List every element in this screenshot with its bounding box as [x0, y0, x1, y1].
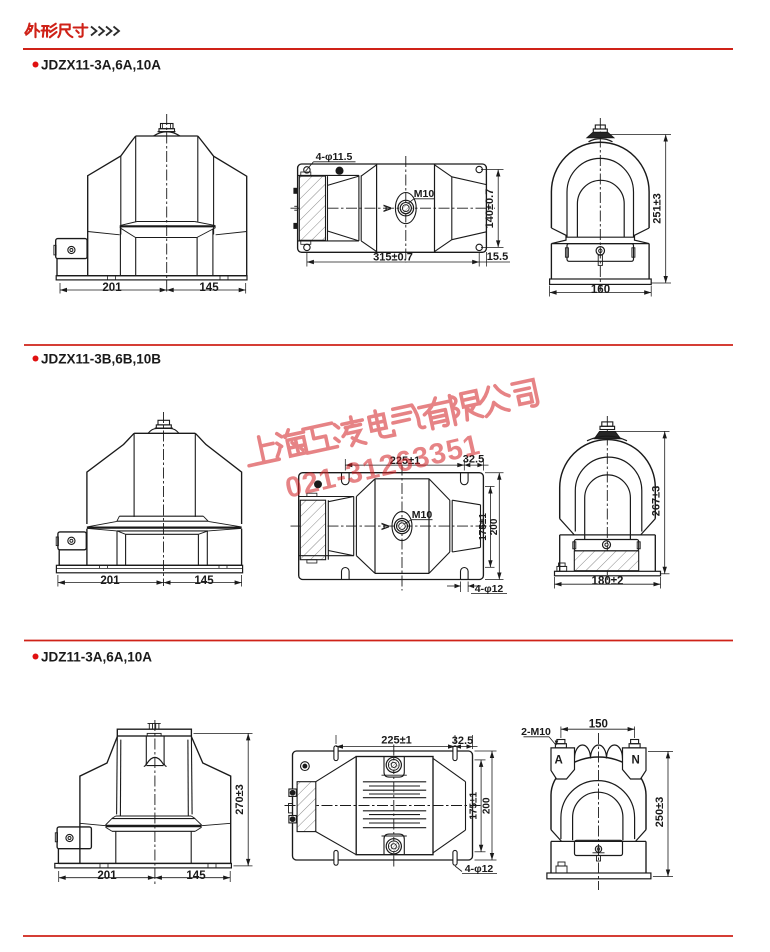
svg-text:M10: M10: [414, 188, 435, 200]
svg-text:2-M10: 2-M10: [521, 726, 551, 738]
svg-text:M10: M10: [412, 509, 433, 521]
svg-text:4-φ12: 4-φ12: [475, 583, 504, 595]
svg-text:270±3: 270±3: [234, 784, 246, 815]
svg-text:32.5: 32.5: [452, 735, 473, 747]
svg-text:4-φ12: 4-φ12: [465, 863, 494, 875]
svg-text:A: A: [381, 204, 393, 212]
svg-text:201: 201: [100, 575, 120, 587]
svg-text:32.5: 32.5: [463, 454, 484, 466]
svg-text:251±3: 251±3: [651, 193, 663, 224]
svg-text:4-φ11.5: 4-φ11.5: [316, 151, 353, 163]
svg-text:200: 200: [489, 518, 500, 535]
svg-text:A: A: [379, 523, 391, 531]
svg-text:145: 145: [194, 575, 214, 587]
svg-text:145: 145: [199, 282, 219, 294]
svg-text:267±3: 267±3: [651, 486, 663, 517]
svg-text:175±1: 175±1: [478, 513, 489, 541]
svg-text:225±1: 225±1: [381, 734, 412, 746]
svg-text:JDZX11-3A,6A,10A: JDZX11-3A,6A,10A: [41, 57, 161, 72]
svg-text:N: N: [632, 755, 640, 767]
svg-text:145: 145: [186, 870, 206, 882]
svg-text:201: 201: [97, 870, 117, 882]
svg-text:315±0.7: 315±0.7: [373, 252, 413, 264]
svg-text:225±1: 225±1: [390, 455, 421, 467]
svg-text:150: 150: [589, 719, 608, 731]
svg-text:180±2: 180±2: [592, 576, 624, 588]
svg-text:200: 200: [482, 797, 493, 814]
svg-text:15.5: 15.5: [487, 251, 508, 263]
svg-text:JDZ11-3A,6A,10A: JDZ11-3A,6A,10A: [41, 649, 152, 664]
svg-text:A: A: [554, 755, 562, 767]
svg-text:160: 160: [591, 284, 610, 296]
svg-text:140±0.7: 140±0.7: [484, 189, 496, 229]
svg-text:250±3: 250±3: [654, 797, 666, 828]
svg-text:JDZX11-3B,6B,10B: JDZX11-3B,6B,10B: [41, 351, 161, 366]
svg-text:201: 201: [102, 282, 122, 294]
svg-text:175±1: 175±1: [469, 791, 480, 819]
